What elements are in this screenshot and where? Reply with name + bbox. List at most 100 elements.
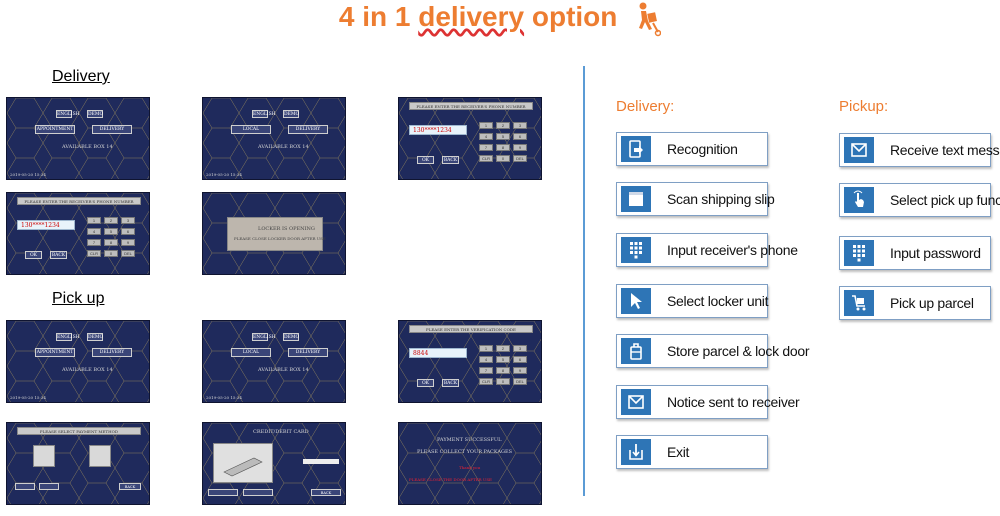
timestamp: 2019-05-20 15:34 <box>206 395 242 400</box>
language-tag[interactable]: ENGLISH <box>56 333 80 341</box>
appointment-button[interactable]: APPOINTMENT <box>35 125 75 134</box>
timestamp: 2019-05-20 15:34 <box>206 172 242 177</box>
key[interactable]: 3 <box>513 345 527 352</box>
language-tag[interactable]: ENGLISH <box>252 333 276 341</box>
key[interactable]: 5 <box>496 356 510 363</box>
demo-tag[interactable]: DEMO <box>283 110 300 118</box>
key[interactable]: 5 <box>104 228 118 235</box>
key[interactable]: 4 <box>479 133 493 140</box>
feature-label: Pick up parcel <box>890 295 974 311</box>
key[interactable]: CLR <box>87 250 101 257</box>
key[interactable]: 2 <box>104 217 118 224</box>
pickup-section-label: Pick up <box>52 290 105 307</box>
key[interactable]: DEL <box>513 378 527 385</box>
key[interactable]: 1 <box>87 217 101 224</box>
thank-you-text: Thank you <box>459 465 481 470</box>
key[interactable]: 9 <box>513 144 527 151</box>
key[interactable]: 8 <box>104 239 118 246</box>
delivery-mode-screen: ENGLISH DEMO LOCAL DELIVERY AVAILABLE BO… <box>202 97 346 180</box>
delivery-section-label: Delivery <box>52 68 110 85</box>
language-tag[interactable]: ENGLISH <box>252 110 276 118</box>
page-title: 4 in 1 delivery option <box>0 0 1000 44</box>
option-button[interactable] <box>15 483 35 490</box>
demo-tag[interactable]: DEMO <box>87 110 104 118</box>
key[interactable]: 4 <box>87 228 101 235</box>
feature-select-pickup: Select pick up function <box>839 183 1000 217</box>
delivery-button[interactable]: DELIVERY <box>288 125 328 134</box>
local-button[interactable]: LOCAL <box>231 348 271 357</box>
feature-exit: Exit <box>616 435 768 469</box>
key[interactable]: 2 <box>496 122 510 129</box>
feature-input-phone: Input receiver's phone <box>616 233 798 267</box>
appointment-button[interactable]: APPOINTMENT <box>35 348 75 357</box>
key[interactable]: 2 <box>496 345 510 352</box>
screen-header: PLEASE ENTER THE RECEIVER'S PHONE NUMBER <box>409 102 533 110</box>
keypad-icon <box>621 237 651 263</box>
local-button[interactable]: LOCAL <box>231 125 271 134</box>
back-button[interactable]: BACK <box>442 379 459 387</box>
key[interactable]: 6 <box>121 228 135 235</box>
delivery-button[interactable]: DELIVERY <box>92 348 132 357</box>
feature-label: Notice sent to receiver <box>667 394 800 410</box>
progress-bar <box>303 459 339 464</box>
key[interactable]: 9 <box>121 239 135 246</box>
delivery-button[interactable]: DELIVERY <box>92 125 132 134</box>
demo-tag[interactable]: DEMO <box>87 333 104 341</box>
feature-label: Input password <box>890 245 981 261</box>
scan-slip-icon <box>621 186 651 212</box>
key[interactable]: 5 <box>496 133 510 140</box>
available-box-text: AVAILABLE BOX 14 <box>62 144 113 150</box>
option-button[interactable] <box>39 483 59 490</box>
key[interactable]: 8 <box>496 367 510 374</box>
locker-opening-screen: LOCKER IS OPENING PLEASE CLOSE LOCKER DO… <box>202 192 346 275</box>
ok-button[interactable]: OK <box>25 251 42 259</box>
feature-label: Store parcel & lock door <box>667 343 810 359</box>
key[interactable]: 7 <box>479 144 493 151</box>
close-door-text: PLEASE CLOSE LOCKER DOOR AFTER USE <box>234 236 326 241</box>
delivery-phone-screen: PLEASE ENTER THE RECEIVER'S PHONE NUMBER… <box>398 97 542 180</box>
key[interactable]: CLR <box>479 378 493 385</box>
cash-option-icon[interactable] <box>89 445 111 467</box>
feature-label: Recognition <box>667 141 738 157</box>
title-underlined-word: delivery <box>418 1 525 32</box>
key[interactable]: 4 <box>479 356 493 363</box>
ok-button[interactable]: OK <box>417 379 434 387</box>
key[interactable]: 9 <box>513 367 527 374</box>
feature-select-locker: Select locker unit <box>616 284 769 318</box>
key[interactable]: 8 <box>496 144 510 151</box>
feature-label: Scan shipping slip <box>667 191 775 207</box>
ok-button[interactable]: OK <box>417 156 434 164</box>
key[interactable]: 7 <box>87 239 101 246</box>
back-button[interactable]: BACK <box>119 483 141 490</box>
key[interactable]: 0 <box>104 250 118 257</box>
card-option-icon[interactable] <box>33 445 55 467</box>
language-tag[interactable]: ENGLISH <box>56 110 80 118</box>
demo-tag[interactable]: DEMO <box>283 333 300 341</box>
back-button[interactable]: BACK <box>50 251 67 259</box>
key[interactable]: 7 <box>479 367 493 374</box>
key[interactable]: DEL <box>513 155 527 162</box>
key[interactable]: 6 <box>513 356 527 363</box>
key[interactable]: 1 <box>479 122 493 129</box>
option-button[interactable] <box>208 489 238 496</box>
pickup-column-title: Pickup: <box>839 98 889 115</box>
message-icon <box>844 137 874 163</box>
option-button[interactable] <box>243 489 273 496</box>
luggage-icon <box>621 338 651 364</box>
key[interactable]: 0 <box>496 378 510 385</box>
exit-icon <box>621 439 651 465</box>
key[interactable]: 3 <box>121 217 135 224</box>
delivery-button[interactable]: DELIVERY <box>288 348 328 357</box>
feature-label: Select pick up function <box>890 192 1000 208</box>
back-button[interactable]: BACK <box>311 489 341 496</box>
key[interactable]: 6 <box>513 133 527 140</box>
title-prefix: 4 in 1 <box>338 1 419 32</box>
tap-hand-icon <box>844 187 874 213</box>
key[interactable]: 1 <box>479 345 493 352</box>
key[interactable]: DEL <box>121 250 135 257</box>
card-reader-illustration <box>213 443 273 483</box>
key[interactable]: CLR <box>479 155 493 162</box>
key[interactable]: 0 <box>496 155 510 162</box>
back-button[interactable]: BACK <box>442 156 459 164</box>
key[interactable]: 3 <box>513 122 527 129</box>
